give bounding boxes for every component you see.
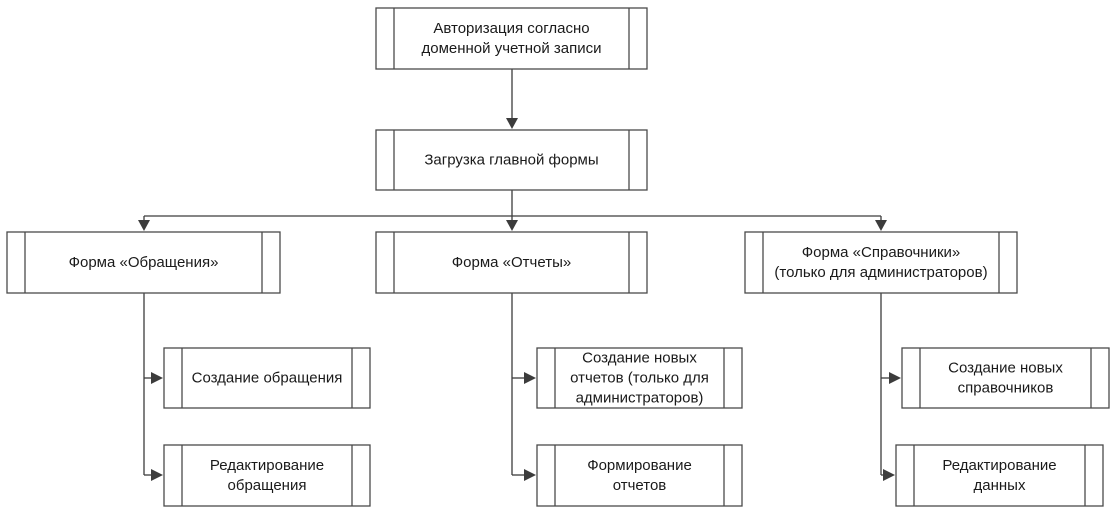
box-create-reports-label-line-1: Создание новых xyxy=(582,350,697,367)
box-generate-reports: Формирование отчетов xyxy=(536,444,743,507)
box-edit-request: Редактирование обращения xyxy=(163,444,371,507)
arrow-to-form-requests xyxy=(138,220,150,231)
box-edit-data-label-line-1: Редактирование xyxy=(942,457,1056,474)
box-auth-label-line-1: Авторизация согласно xyxy=(433,20,589,37)
arrow-to-create-reports xyxy=(524,372,536,384)
box-create-reports-label-line-3: администраторов) xyxy=(576,390,704,407)
arrow-to-form-reports xyxy=(506,220,518,231)
box-form-reports-label-line-1: Форма «Отчеты» xyxy=(452,254,571,271)
box-create-reports-label-line-2: отчетов (только для xyxy=(570,370,709,387)
box-edit-data-label-line-2: данных xyxy=(974,477,1026,494)
box-main-form-load-label-line-1: Загрузка главной формы xyxy=(424,152,598,169)
box-auth: Авторизация согласно доменной учетной зап… xyxy=(375,7,648,70)
box-create-references-label-line-1: Создание новых xyxy=(948,360,1063,377)
arrow-to-create-refs xyxy=(889,372,901,384)
box-generate-reports-label-line-1: Формирование xyxy=(587,457,692,474)
box-form-requests-label-line-1: Форма «Обращения» xyxy=(69,254,219,271)
box-generate-reports-label-line-2: отчетов xyxy=(613,477,667,494)
box-create-reports: Создание новых отчетов (только для админис… xyxy=(536,347,743,409)
box-form-references: Форма «Справочники» (только для администр… xyxy=(744,231,1018,294)
box-form-requests: Форма «Обращения» xyxy=(6,231,281,294)
box-create-request: Создание обращения xyxy=(163,347,371,409)
arrow-to-create-request xyxy=(151,372,163,384)
box-main-form-load: Загрузка главной формы xyxy=(375,129,648,191)
arrow-to-edit-data xyxy=(883,469,895,481)
box-edit-data: Редактирование данных xyxy=(895,444,1104,507)
box-form-reports: Форма «Отчеты» xyxy=(375,231,648,294)
arrow-to-make-reports xyxy=(524,469,536,481)
box-auth-label-line-2: доменной учетной записи xyxy=(421,40,601,57)
arrow-to-form-refs xyxy=(875,220,887,231)
arrow-auth-main xyxy=(506,118,518,129)
box-form-references-label-line-1: Форма «Справочники» xyxy=(802,244,960,261)
box-create-references-label-line-2: справочников xyxy=(958,380,1054,397)
arrow-to-edit-request xyxy=(151,469,163,481)
box-create-references: Создание новых справочников xyxy=(901,347,1110,409)
box-form-references-label-line-2: (только для администраторов) xyxy=(774,264,987,281)
box-edit-request-label-line-2: обращения xyxy=(228,477,307,494)
box-edit-request-label-line-1: Редактирование xyxy=(210,457,324,474)
box-create-request-label-line-1: Создание обращения xyxy=(192,370,343,387)
